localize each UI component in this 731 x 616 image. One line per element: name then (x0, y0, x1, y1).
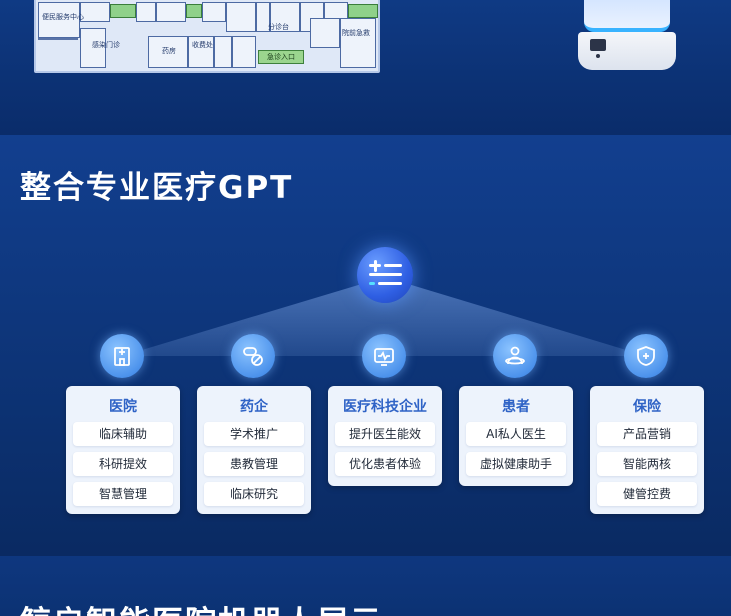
card-item: 产品营销 (597, 422, 697, 446)
floorplan-label: 便民服务中心 (42, 13, 84, 21)
menu-line (369, 282, 375, 285)
card-item: 虚拟健康助手 (466, 452, 566, 476)
floorplan-room (80, 28, 106, 68)
card-item: 健管控费 (597, 482, 697, 506)
robot-image (572, 0, 682, 80)
floorplan-room (80, 2, 110, 22)
top-band: 便民服务中心 感染门诊 药房 收费处 分诊台 院前急救 急诊入口 (0, 0, 731, 135)
floorplan-room (232, 36, 256, 68)
card-item: AI私人医生 (466, 422, 566, 446)
gpt-section: 整合专业医疗GPT (0, 135, 731, 556)
pill-icon (231, 334, 275, 378)
card-item: 临床辅助 (73, 422, 173, 446)
robot-head (584, 0, 670, 32)
bottom-section-title: 鲸启智能医院机器人展示 (20, 597, 383, 616)
floorplan-green-zone (186, 4, 202, 18)
floorplan-room (310, 18, 340, 48)
floorplan-room (270, 2, 300, 32)
section-title: 整合专业医疗GPT (20, 170, 294, 206)
menu-line (378, 282, 402, 285)
hospital-icon (100, 334, 144, 378)
card-title: 医院 (109, 399, 137, 415)
floorplan-wall (38, 38, 78, 40)
floorplan-room (136, 2, 156, 22)
bottom-band: 鲸启智能医院机器人展示 (0, 556, 731, 616)
floorplan-label: 药房 (162, 47, 176, 55)
card-item: 患教管理 (204, 452, 304, 476)
card-item: 学术推广 (204, 422, 304, 446)
robot-panel (590, 39, 606, 51)
card-item: 提升医生能效 (335, 422, 435, 446)
shield-icon (624, 334, 668, 378)
robot-body (578, 32, 676, 70)
floorplan-room (202, 2, 226, 22)
card-item: 科研提效 (73, 452, 173, 476)
floorplan-room (38, 2, 80, 38)
plus-icon (373, 259, 377, 272)
floorplan-label: 收费处 (192, 41, 213, 49)
floorplan-room (214, 36, 232, 68)
robot-indicator (596, 54, 600, 58)
floorplan-room (256, 2, 270, 32)
card-title: 患者 (502, 399, 530, 415)
floorplan-label: 感染门诊 (92, 41, 120, 49)
category-card-insurance: 保险 产品营销 智能两核 健管控费 (590, 386, 704, 514)
floorplan-room (340, 18, 376, 68)
card-item: 优化患者体验 (335, 452, 435, 476)
device-icon (362, 334, 406, 378)
category-card-patient: 患者 AI私人医生 虚拟健康助手 (459, 386, 573, 486)
card-item: 临床研究 (204, 482, 304, 506)
gpt-hub-icon (357, 247, 413, 303)
person-icon (493, 334, 537, 378)
floorplan-room (188, 36, 214, 68)
menu-line (384, 264, 402, 267)
floorplan-green-zone (348, 4, 378, 18)
hospital-floorplan-image: 便民服务中心 感染门诊 药房 收费处 分诊台 院前急救 急诊入口 (34, 0, 380, 73)
floorplan-green-zone (110, 4, 136, 18)
floorplan-room (226, 2, 256, 32)
card-item: 智慧管理 (73, 482, 173, 506)
card-title: 保险 (633, 399, 661, 415)
category-card-hospital: 医院 临床辅助 科研提效 智慧管理 (66, 386, 180, 514)
emergency-entrance-sign: 急诊入口 (258, 50, 304, 64)
card-title: 医疗科技企业 (343, 399, 427, 415)
category-card-pharma: 药企 学术推广 患教管理 临床研究 (197, 386, 311, 514)
card-title: 药企 (240, 399, 268, 415)
menu-line (369, 273, 402, 276)
floorplan-label: 分诊台 (268, 23, 289, 31)
floorplan-label: 院前急救 (342, 29, 370, 37)
card-item: 智能两核 (597, 452, 697, 476)
floorplan-room (156, 2, 186, 22)
floorplan-room (148, 36, 188, 68)
category-card-medtech: 医疗科技企业 提升医生能效 优化患者体验 (328, 386, 442, 486)
